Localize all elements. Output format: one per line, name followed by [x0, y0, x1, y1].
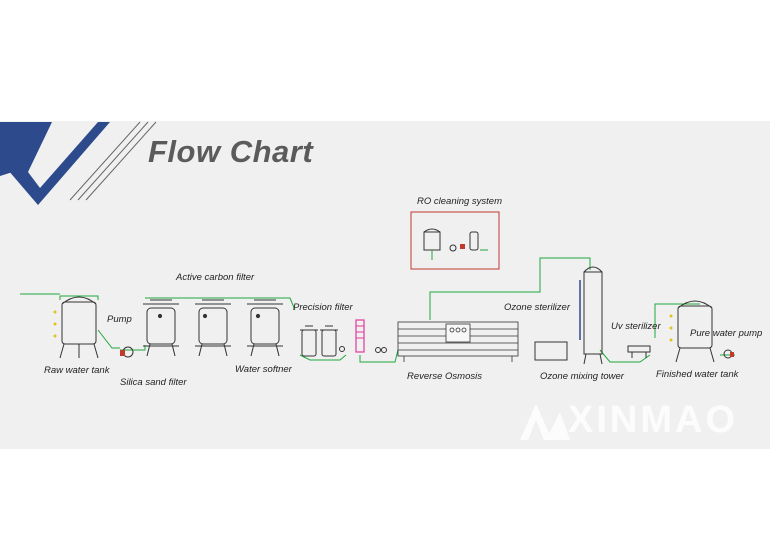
label-silica-sand-filter: Silica sand filter: [120, 377, 187, 388]
banner-background: [0, 121, 770, 449]
uv-sterilizer-unit: [627, 345, 651, 358]
ozone-mixing-tower: [579, 266, 603, 365]
feed-pump: [120, 346, 134, 358]
finished-water-tank: [669, 300, 715, 363]
active-carbon-filter-vessel: [195, 299, 231, 357]
page-title: Flow Chart: [148, 134, 314, 169]
pure-water-pump: [723, 349, 734, 359]
silica-sand-filter-vessel: [143, 299, 179, 357]
chevron-logo: [0, 121, 157, 205]
water-softner-vessel: [247, 299, 283, 357]
label-pump: Pump: [107, 314, 132, 325]
ro-cleaning-system-box: [410, 211, 500, 270]
ozone-sterilizer-unit: [534, 341, 568, 361]
label-precision-filter: Precision filter: [293, 302, 353, 313]
high-pressure-pump: [339, 319, 387, 353]
label-ro-cleaning-system: RO cleaning system: [417, 196, 503, 207]
label-ozone-mixing-tower: Ozone mixing tower: [540, 371, 624, 382]
precision-filter-housings: [300, 325, 338, 357]
label-active-carbon-filter: Active carbon filter: [176, 272, 255, 283]
watermark-logo: [520, 404, 570, 440]
label-uv-sterilizer: Uv sterilizer: [611, 321, 661, 332]
label-ozone-sterilizer: Ozone sterilizer: [504, 302, 570, 313]
watermark-text: XINMAO: [568, 399, 738, 441]
label-finished-water-tank: Finished water tank: [656, 369, 739, 380]
raw-water-tank: [53, 296, 99, 359]
label-water-softner: Water softner: [235, 364, 292, 375]
label-reverse-osmosis: Reverse Osmosis: [407, 371, 482, 382]
reverse-osmosis-unit: [397, 321, 519, 362]
label-pure-water-pump: Pure water pump: [690, 328, 763, 339]
pipeline: [20, 257, 735, 363]
label-raw-water-tank: Raw water tank: [44, 365, 110, 376]
